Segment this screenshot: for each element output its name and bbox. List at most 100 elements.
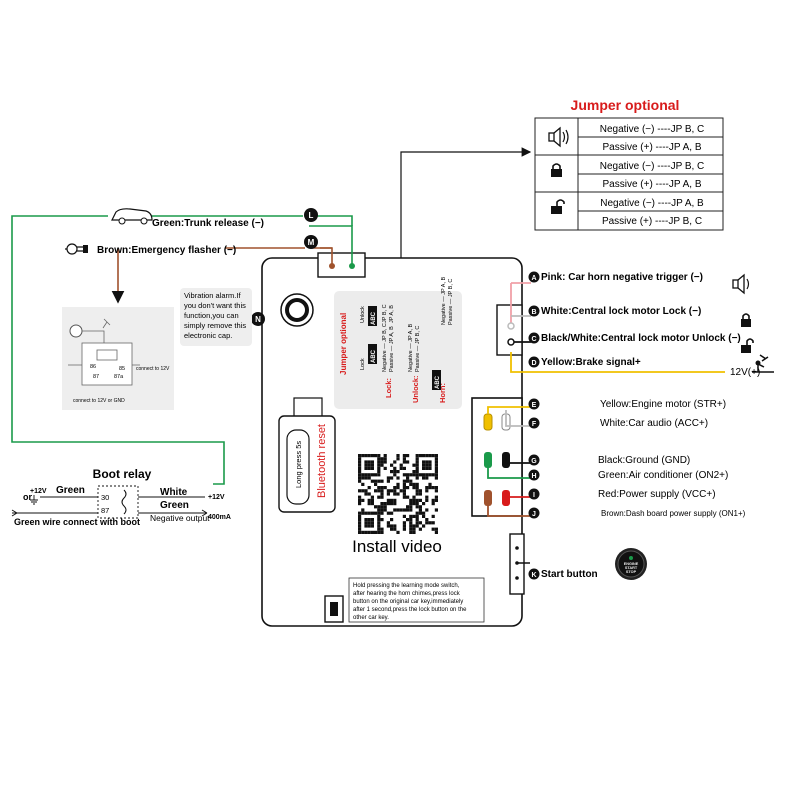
unlock-icon <box>741 338 754 353</box>
install-video-label: Install video <box>352 537 442 556</box>
badge-D <box>528 356 540 368</box>
jumper-table: Negative (−) ----JP B, C Passive (+) ---… <box>534 117 724 231</box>
badge-letter: G <box>531 458 537 465</box>
brake-voltage-label: 12V(+) <box>730 367 760 378</box>
hazard-bulb-icon <box>65 243 88 255</box>
bluetooth-reset-label: Bluetooth reset <box>316 424 328 498</box>
panel-line: Negative — JP A, B <box>408 323 414 372</box>
panel-title: Jumper optional <box>339 313 348 375</box>
badge-M <box>304 235 318 249</box>
panel-line: JP B, C <box>382 304 388 323</box>
emergency-flasher-label: Brown:Emergency flasher (−) <box>97 245 236 256</box>
boot-relay-title: Boot relay <box>93 467 152 481</box>
badge-E <box>528 398 540 410</box>
relay-pin: 30 <box>101 493 109 502</box>
wire-label-A: Pink: Car horn negative trigger (−) <box>541 272 703 283</box>
badge-letter: C <box>531 336 536 343</box>
boot-green-label: Green <box>160 500 189 511</box>
vibration-note: Vibration alarm.If you don't want this f… <box>184 291 248 340</box>
abc-label: ABC <box>371 311 377 325</box>
wire-label-I: Red:Power supply (VCC+) <box>598 489 716 500</box>
relay-inset: 86 85 87 87a connect to 12V connect to 1… <box>62 307 174 410</box>
abc-label: ABC <box>435 375 441 389</box>
panel-line: Passive — JP B, C <box>415 326 421 372</box>
boot-relay-diagram: Boot relay 30 87 +12V or Green White Gre… <box>11 467 231 527</box>
learning-note: Hold pressing the learning mode switch, … <box>353 583 468 621</box>
boot-or-label: or <box>23 492 32 502</box>
unlock-icon <box>551 199 565 214</box>
wire-label-F: White:Car audio (ACC+) <box>600 418 708 429</box>
panel-line: JP A, B <box>389 305 395 323</box>
boot-green-wire-note: Green wire connect with boot <box>14 517 140 527</box>
badge-letter: N <box>255 315 261 324</box>
unlock-label: Unlock: <box>411 375 420 403</box>
badge-letter: M <box>308 238 315 247</box>
wire-label-G: Black:Ground (GND) <box>598 455 690 466</box>
badge-B <box>528 305 540 317</box>
badge-letter: H <box>531 473 536 480</box>
panel-line: Passive — JP B, C <box>448 279 454 325</box>
badge-letter: L <box>309 211 314 220</box>
panel-line: Negative — JP A, B <box>441 276 447 325</box>
horn-icon <box>732 273 750 295</box>
horn-label: Horn: <box>438 383 447 403</box>
badge-N <box>251 312 265 326</box>
jumper-row: Passive (+) ----JP B, C <box>602 216 702 227</box>
badge-letter: F <box>532 421 537 428</box>
top-connector <box>317 252 366 278</box>
boot-white-label: White <box>160 487 188 498</box>
wire-label-E: Yellow:Engine motor (STR+) <box>600 399 726 410</box>
boot-green-label: Green <box>56 485 85 496</box>
brake-pedal-icon <box>752 354 774 373</box>
abc-label: ABC <box>371 349 377 363</box>
bluetooth-reset-button[interactable]: Long press 5s Bluetooth reset <box>278 397 336 513</box>
badge-J <box>528 507 540 519</box>
car-trunk-icon <box>111 208 153 225</box>
lock-icon <box>741 313 751 327</box>
jumper-row: Negative (−) ----JP B, C <box>600 124 705 135</box>
badge-letter: D <box>531 360 536 367</box>
boot-negative-output: Negative output <box>150 513 210 523</box>
badge-letter: E <box>532 402 537 409</box>
badge-L <box>304 208 318 222</box>
trunk-release-label: Green:Trunk release (−) <box>152 218 264 229</box>
wire-label-K: Start button <box>541 569 598 580</box>
badge-A <box>528 271 540 283</box>
install-video-qr-code[interactable] <box>358 454 438 534</box>
relay-pin: 86 <box>90 364 96 370</box>
module-jumper-panel: Jumper optional Unlock ABC JP B, C JP A,… <box>334 276 462 409</box>
boot-12v-label: +12V <box>30 488 47 495</box>
engine-start-stop-button[interactable]: ENGINE START STOP <box>615 548 647 580</box>
wire-label-D: Yellow:Brake signal+ <box>541 357 641 368</box>
relay-pin: 87 <box>93 374 99 380</box>
badge-K <box>528 568 540 580</box>
long-press-label: Long press 5s <box>294 441 303 488</box>
wire-label-B: White:Central lock motor Lock (−) <box>541 306 701 317</box>
vibration-note-box <box>180 288 252 346</box>
badge-letter: A <box>531 275 536 282</box>
badge-C <box>528 332 540 344</box>
badge-G <box>528 454 540 466</box>
jumper-row: Passive (+) ----JP A, B <box>602 142 701 153</box>
badge-letter: K <box>531 572 536 579</box>
relay-note: connect to 12V <box>136 366 170 372</box>
jumper-row: Negative (−) ----JP A, B <box>600 198 704 209</box>
start-text: STOP <box>626 570 637 574</box>
start-text: START <box>625 566 638 570</box>
wire-label-H: Green:Air conditioner (ON2+) <box>598 470 728 481</box>
wire-label-J: Brown:Dash board power supply (ON1+) <box>601 509 746 518</box>
lock-icon <box>551 163 562 177</box>
jumper-pointer-arrow <box>400 147 532 288</box>
panel-heading: Lock <box>360 358 366 370</box>
panel-heading: Unlock <box>360 306 366 323</box>
panel-line: Negative — JP B, C <box>382 323 388 372</box>
badge-F <box>528 417 540 429</box>
boot-12v-label: +12V <box>208 494 225 501</box>
badge-letter: B <box>531 309 536 316</box>
badge-letter: J <box>532 511 536 518</box>
wire-labels-right: A Pink: Car horn negative trigger (−) B Whi… <box>528 271 746 580</box>
lock-connector <box>496 304 523 356</box>
learning-note-box <box>348 577 485 623</box>
main-harness-connector <box>471 397 523 517</box>
